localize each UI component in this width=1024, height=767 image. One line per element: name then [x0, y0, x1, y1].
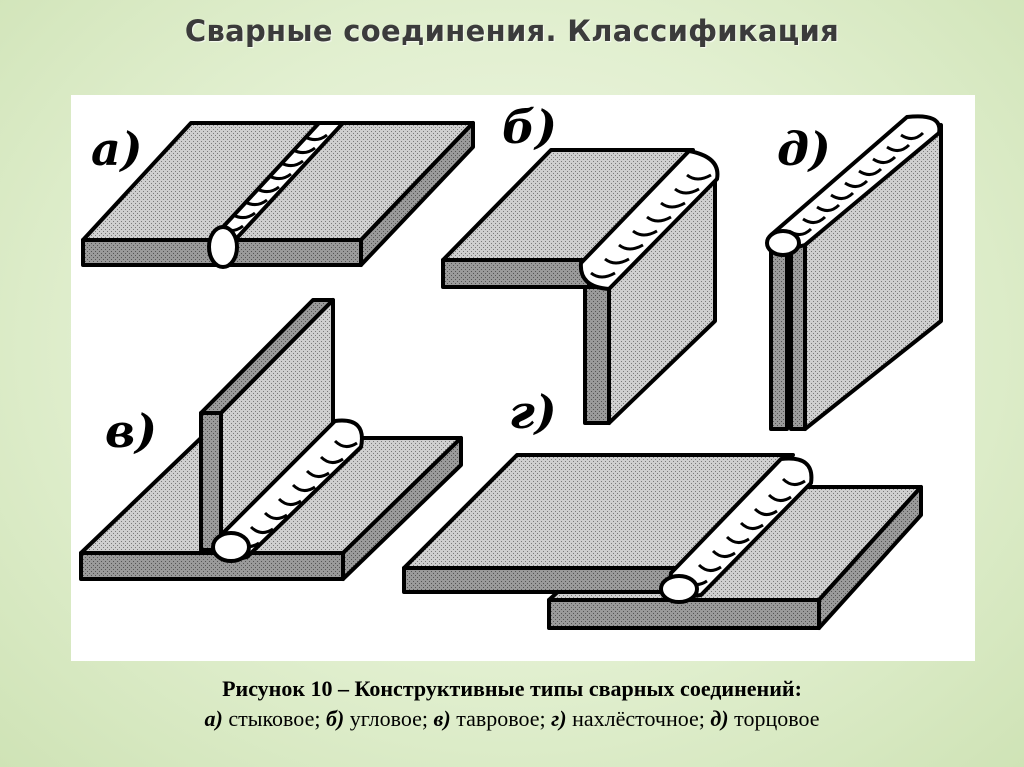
- slide-title: Сварные соединения. Классификация: [184, 14, 840, 48]
- caption-key-g: г): [551, 706, 567, 731]
- weld-end: [765, 229, 801, 257]
- weld-joints-diagram: а) б) д) в) г): [79, 100, 943, 630]
- plate-side: [359, 121, 475, 267]
- weld-ripples: [788, 131, 925, 236]
- weld-end: [211, 531, 251, 563]
- weld-end: [207, 225, 239, 269]
- base-plate-front: [79, 551, 345, 581]
- label-b: б): [502, 100, 557, 154]
- plate-edge-front: [769, 238, 789, 431]
- joint-lap: [402, 453, 923, 630]
- plate-edge-back: [789, 243, 807, 431]
- joint-edge: [765, 114, 943, 431]
- label-d: д): [777, 122, 831, 176]
- caption-text-b: угловое;: [344, 706, 434, 731]
- vertical-plate-edge: [199, 411, 223, 552]
- caption-key-b: б): [325, 706, 345, 731]
- joint-tee: [79, 298, 463, 581]
- caption-key-d: д): [710, 706, 729, 731]
- lower-plate-front: [547, 598, 821, 630]
- figure-caption-legend: а) стыковое; б) угловое; в) тавровое; г)…: [0, 706, 1024, 732]
- joint-corner: [441, 148, 720, 425]
- caption-text-v: тавровое;: [450, 706, 552, 731]
- weld-joints-figure: а) б) д) в) г): [71, 95, 975, 661]
- figure-caption-title: Рисунок 10 – Конструктивные типы сварных…: [222, 676, 802, 701]
- label-a: а): [91, 122, 143, 176]
- lower-plate-side: [817, 485, 923, 630]
- joint-butt: [81, 121, 475, 269]
- weld-end: [659, 574, 699, 604]
- base-plate-side: [341, 436, 463, 581]
- upper-plate-front: [402, 566, 683, 594]
- caption-text-g: нахлёсточное;: [566, 706, 711, 731]
- caption-text-a: стыковое;: [222, 706, 326, 731]
- label-v: в): [105, 404, 157, 458]
- caption-text-d: торцовое: [728, 706, 820, 731]
- plate-vertical-edge: [583, 285, 611, 425]
- vertical-plate-top: [199, 298, 335, 415]
- weld-ripples: [590, 173, 712, 279]
- label-g: г): [509, 385, 557, 439]
- plate-front: [441, 258, 591, 289]
- caption-key-v: в): [433, 706, 451, 731]
- caption-key-a: а): [204, 706, 223, 731]
